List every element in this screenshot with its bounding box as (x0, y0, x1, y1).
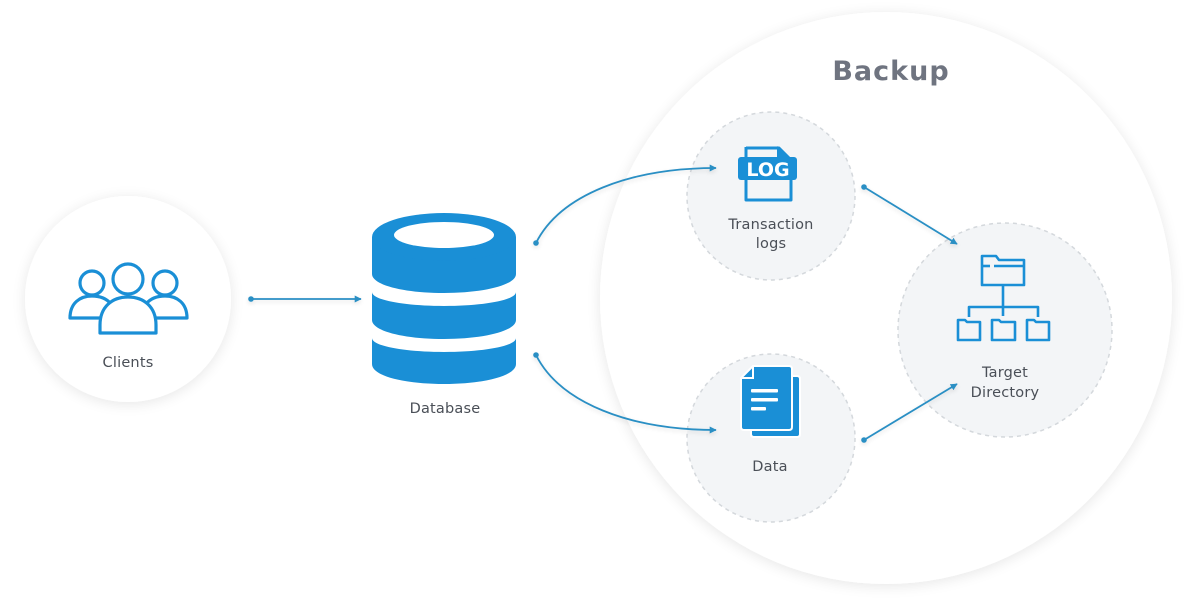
edge-transaction-logs-target (861, 184, 958, 245)
transaction-logs-label-line2: logs (756, 236, 786, 252)
database-icon (372, 213, 516, 384)
data-label: Data (752, 459, 787, 475)
folder-tree-icon (956, 254, 1051, 342)
connectors (248, 164, 958, 443)
connector-dot (861, 437, 867, 443)
connector-dot (248, 296, 254, 302)
transaction-logs-circle (686, 111, 856, 281)
log-file-icon: LOG (738, 146, 797, 202)
data-node[interactable]: Data (686, 353, 856, 523)
target-directory-node[interactable]: Target Directory (897, 222, 1113, 438)
edge-database-transaction-logs (533, 164, 717, 246)
clients-label: Clients (103, 355, 154, 371)
documents-icon (740, 365, 801, 438)
connector-dot (861, 184, 867, 190)
log-icon-text: LOG (746, 159, 789, 181)
users-icon (68, 262, 189, 335)
arrow-database-to-transaction-logs (535, 164, 717, 244)
target-directory-circle (897, 222, 1113, 438)
target-directory-label-line2: Directory (971, 385, 1040, 401)
arrow-transaction-logs-to-target (863, 186, 958, 245)
edge-clients-database (248, 295, 362, 303)
clients-node[interactable]: Clients (25, 196, 231, 402)
transaction-logs-label-line1: Transaction (727, 217, 813, 233)
backup-title: Backup (832, 56, 949, 87)
transaction-logs-node[interactable]: LOG Transaction logs (686, 111, 856, 281)
target-directory-label-line1: Target (981, 365, 1028, 381)
connector-dot (533, 240, 539, 246)
database-node[interactable]: Database (372, 213, 516, 417)
arrow-database-to-data (535, 354, 717, 434)
database-label: Database (410, 401, 481, 417)
arrow-data-to-target (863, 383, 958, 441)
connector-dot (533, 352, 539, 358)
edge-data-target (861, 383, 958, 443)
edge-database-data (533, 352, 717, 434)
